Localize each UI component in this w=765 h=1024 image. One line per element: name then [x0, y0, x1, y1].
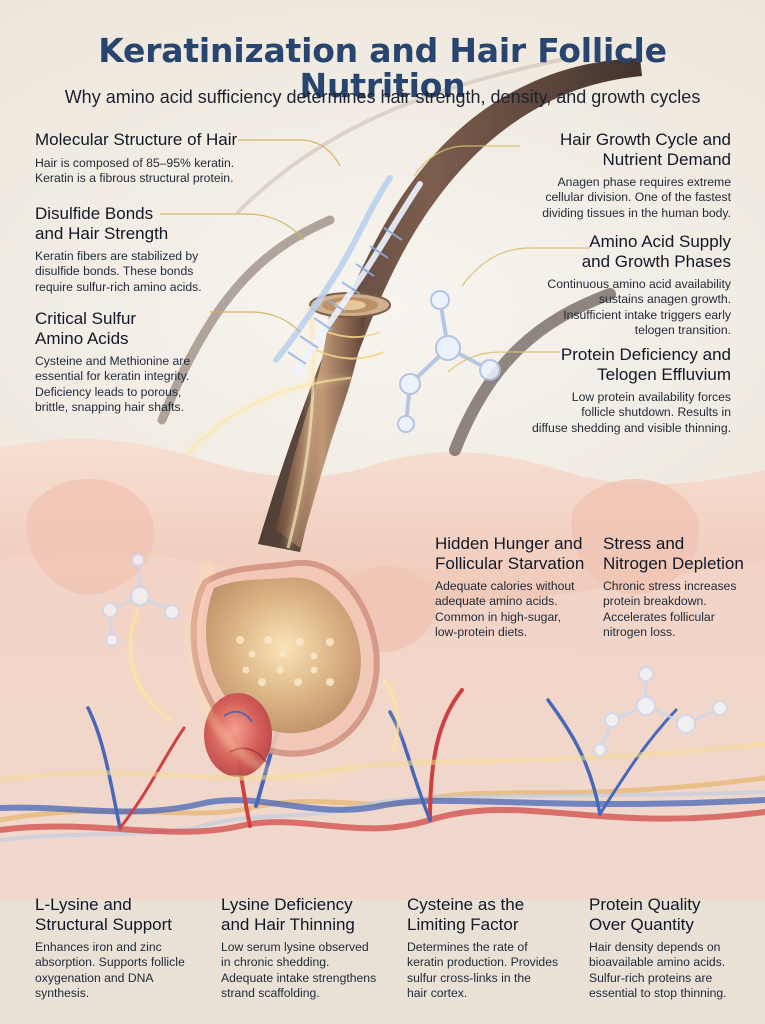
page-title: Keratinization and Hair Follicle Nutriti…	[98, 31, 667, 105]
page-subtitle: Why amino acid sufficiency determines ha…	[64, 87, 701, 107]
callout-title: Molecular Structure of Hair	[35, 130, 238, 149]
callout-body: Hair is composed of 85–95% keratin.Kerat…	[35, 155, 235, 185]
molecule-icon	[397, 290, 501, 433]
molecule-icon	[102, 553, 180, 647]
dna-helix-icon	[273, 175, 423, 375]
molecule-icon	[593, 666, 728, 757]
callout-molecular-structure: Molecular Structure of Hair Hair is comp…	[35, 130, 305, 186]
